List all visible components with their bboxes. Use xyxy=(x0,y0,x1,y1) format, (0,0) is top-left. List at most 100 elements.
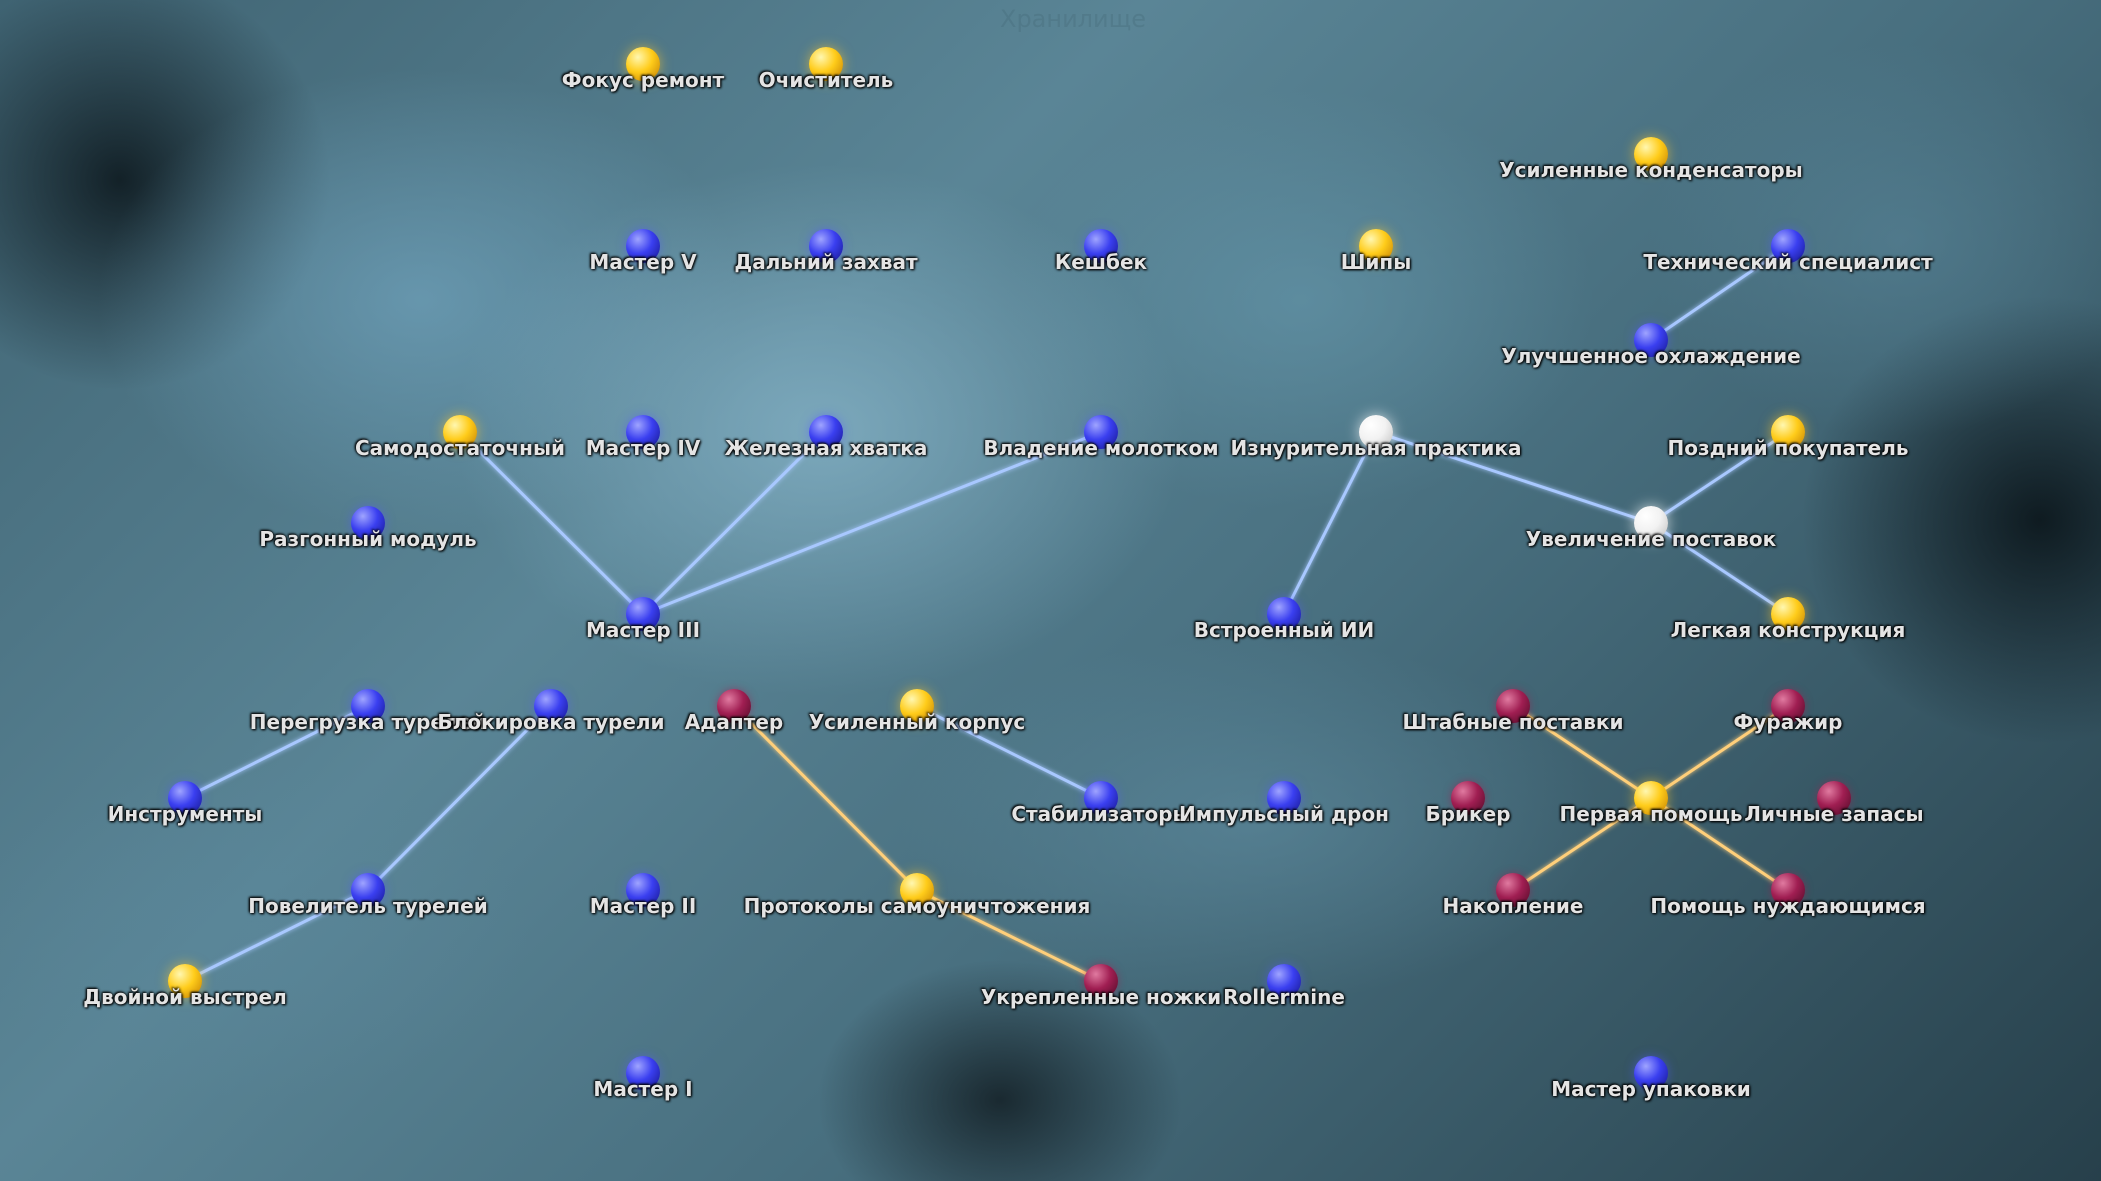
skill-label-rollermine: Rollermine xyxy=(1223,985,1345,1009)
skill-label-cashback: Кешбек xyxy=(1054,250,1148,274)
skill-node-light-build[interactable] xyxy=(1771,597,1805,631)
skill-node-spikes[interactable] xyxy=(1359,229,1393,263)
skill-node-reinforced-hull[interactable] xyxy=(900,689,934,723)
skill-label-double-shot: Двойной выстрел xyxy=(83,985,287,1009)
skill-label-accumulation: Накопление xyxy=(1442,894,1584,918)
skill-node-rollermine[interactable] xyxy=(1267,964,1301,998)
skill-node-bricker[interactable] xyxy=(1451,781,1485,815)
skill-node-turret-lord[interactable] xyxy=(351,873,385,907)
skill-label-master-iv: Мастер IV xyxy=(585,436,701,460)
skill-node-master-iii[interactable] xyxy=(626,597,660,631)
skill-node-late-buyer[interactable] xyxy=(1771,415,1805,449)
skill-node-cashback[interactable] xyxy=(1084,229,1118,263)
skill-node-pack-master[interactable] xyxy=(1634,1056,1668,1090)
skill-label-reinforced-hull: Усиленный корпус xyxy=(808,710,1026,734)
skill-label-spikes: Шипы xyxy=(1340,250,1412,274)
skill-label-grueling: Изнурительная практика xyxy=(1230,436,1522,460)
skill-node-focus-repair[interactable] xyxy=(626,47,660,81)
skill-label-personal-stock: Личные запасы xyxy=(1744,802,1924,826)
skill-node-tools[interactable] xyxy=(168,781,202,815)
skill-label-turret-lord: Повелитель турелей xyxy=(248,894,488,918)
skill-node-self-sufficient[interactable] xyxy=(443,415,477,449)
link-first_aid-accumulation xyxy=(1512,796,1652,892)
skill-label-pulse-drone: Импульсный дрон xyxy=(1179,802,1389,826)
link-first_aid-help_needy xyxy=(1650,796,1789,892)
skill-label-master-ii: Мастер II xyxy=(589,894,697,918)
skill-node-tech-specialist[interactable] xyxy=(1771,229,1805,263)
skill-node-cooling[interactable] xyxy=(1634,323,1668,357)
skill-label-hammer: Владение молотком xyxy=(983,436,1219,460)
skill-node-grueling[interactable] xyxy=(1359,415,1393,449)
skill-label-master-v: Мастер V xyxy=(589,250,697,274)
skill-label-supply-increase: Увеличение поставок xyxy=(1525,527,1777,551)
link-self_sufficient-master_iii xyxy=(458,430,645,616)
skill-node-master-v[interactable] xyxy=(626,229,660,263)
skill-node-reinforced-legs[interactable] xyxy=(1084,964,1118,998)
skill-label-iron-grip: Железная хватка xyxy=(724,436,928,460)
skill-node-turret-block[interactable] xyxy=(534,689,568,723)
skill-label-turret-block: Блокировка турели xyxy=(437,710,665,734)
skill-label-master-iii: Мастер III xyxy=(585,618,701,642)
skill-node-help-needy[interactable] xyxy=(1771,873,1805,907)
skill-node-self-destruct[interactable] xyxy=(900,873,934,907)
skill-node-personal-stock[interactable] xyxy=(1817,781,1851,815)
link-grueling-supply_increase xyxy=(1375,430,1652,525)
skill-label-stabilizers: Стабилизаторы xyxy=(1011,802,1191,826)
link-self_destruct-reinforced_legs xyxy=(916,888,1102,983)
skill-label-pack-master: Мастер упаковки xyxy=(1551,1077,1751,1101)
skill-label-self-destruct: Протоколы самоуничтожения xyxy=(743,894,1091,918)
skill-label-boost-module: Разгонный модуль xyxy=(259,527,477,551)
skill-label-staff-supplies: Штабные поставки xyxy=(1402,710,1624,734)
skill-label-first-aid: Первая помощь xyxy=(1559,802,1743,826)
skill-node-adapter[interactable] xyxy=(717,689,751,723)
skill-label-late-buyer: Поздний покупатель xyxy=(1667,436,1909,460)
skill-node-master-iv[interactable] xyxy=(626,415,660,449)
skill-label-help-needy: Помощь нуждающимся xyxy=(1650,894,1926,918)
link-tech_specialist-cooling xyxy=(1650,244,1789,342)
link-supply_increase-light_build xyxy=(1650,521,1789,616)
link-grueling-builtin_ai xyxy=(1282,431,1378,615)
link-master_iii-hammer xyxy=(642,430,1102,616)
skill-node-accumulation[interactable] xyxy=(1496,873,1530,907)
skill-label-reinforced-legs: Укрепленные ножки xyxy=(980,985,1222,1009)
skill-node-forager[interactable] xyxy=(1771,689,1805,723)
skill-node-master-ii[interactable] xyxy=(626,873,660,907)
skill-label-tools: Инструменты xyxy=(107,802,263,826)
skill-node-long-grab[interactable] xyxy=(809,229,843,263)
skill-label-cooling: Улучшенное охлаждение xyxy=(1501,344,1801,368)
link-first_aid-staff_supplies xyxy=(1512,704,1652,800)
skill-label-capacitors: Усиленные конденсаторы xyxy=(1499,158,1803,182)
link-turret_overload-tools xyxy=(184,704,369,800)
skill-node-supply-increase[interactable] xyxy=(1634,506,1668,540)
skill-node-hammer[interactable] xyxy=(1084,415,1118,449)
skill-node-builtin-ai[interactable] xyxy=(1267,597,1301,631)
skill-node-cleaner[interactable] xyxy=(809,47,843,81)
skill-label-adapter: Адаптер xyxy=(684,710,784,734)
skill-label-builtin-ai: Встроенный ИИ xyxy=(1193,618,1375,642)
skill-label-tech-specialist: Технический специалист xyxy=(1643,250,1933,274)
ghost-title: Хранилище xyxy=(1000,5,1146,33)
skill-label-self-sufficient: Самодостаточный xyxy=(354,436,566,460)
link-first_aid-forager xyxy=(1650,704,1789,800)
skill-node-pulse-drone[interactable] xyxy=(1267,781,1301,815)
skill-node-master-i[interactable] xyxy=(626,1056,660,1090)
link-stabilizers-reinforced_hull xyxy=(916,704,1102,800)
skill-node-capacitors[interactable] xyxy=(1634,137,1668,171)
skill-label-focus-repair: Фокус ремонт xyxy=(561,68,725,92)
skill-node-iron-grip[interactable] xyxy=(809,415,843,449)
skill-node-stabilizers[interactable] xyxy=(1084,781,1118,815)
link-turret_block-turret_lord xyxy=(366,704,553,892)
skill-node-boost-module[interactable] xyxy=(351,506,385,540)
skill-label-forager: Фуражир xyxy=(1733,710,1843,734)
skill-node-double-shot[interactable] xyxy=(168,964,202,998)
skill-label-bricker: Брикер xyxy=(1425,802,1511,826)
link-iron_grip-master_iii xyxy=(641,430,828,616)
skill-node-staff-supplies[interactable] xyxy=(1496,689,1530,723)
skill-label-long-grab: Дальний захват xyxy=(734,250,918,274)
link-self_destruct-adapter xyxy=(732,704,919,892)
link-turret_lord-double_shot xyxy=(184,888,369,983)
skill-label-master-i: Мастер I xyxy=(593,1077,693,1101)
skill-node-turret-overload[interactable] xyxy=(351,689,385,723)
skill-node-first-aid[interactable] xyxy=(1634,781,1668,815)
